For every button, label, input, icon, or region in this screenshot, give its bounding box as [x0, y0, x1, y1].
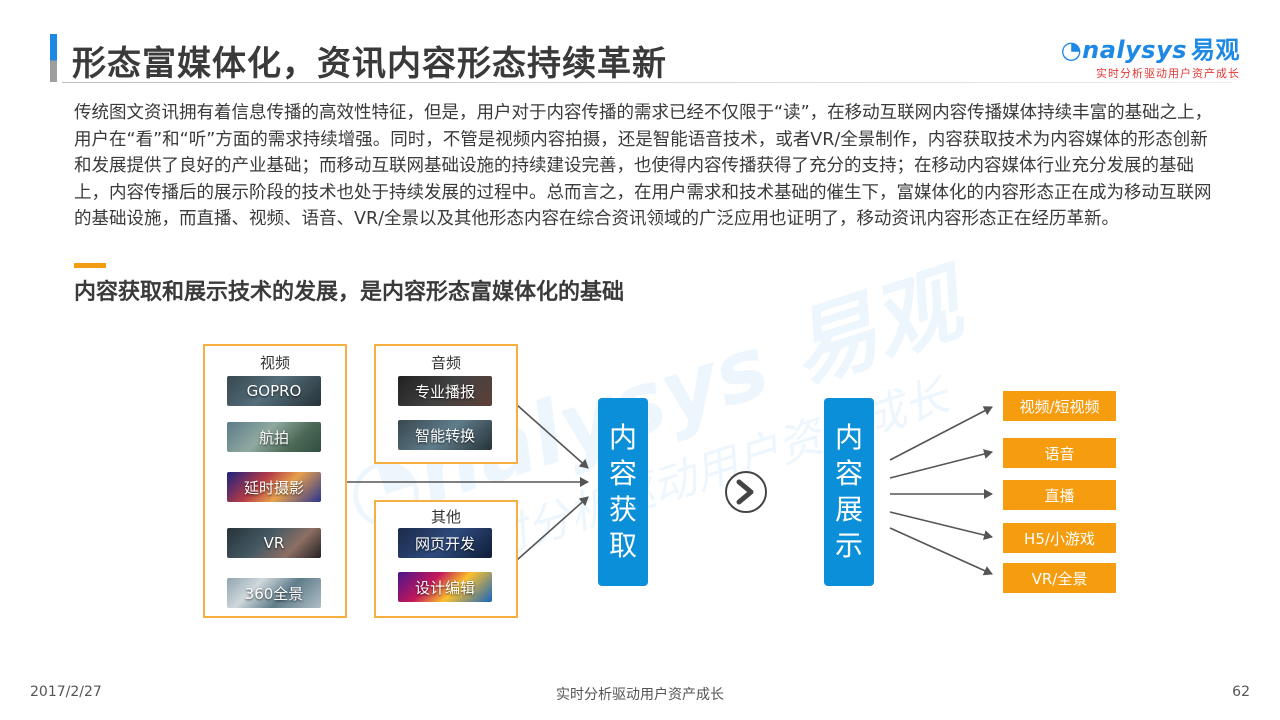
audio-group-box: 音频 专业播报 智能转换	[374, 344, 518, 464]
video-item-360: 360全景	[227, 578, 321, 608]
display-char-2: 容	[834, 457, 863, 490]
audio-item-broadcast: 专业播报	[398, 376, 492, 406]
audio-item-conversion: 智能转换	[398, 420, 492, 450]
output-video: 视频/短视频	[1003, 391, 1116, 421]
page-number: 62	[1232, 684, 1250, 700]
chevron-circle-icon	[725, 471, 767, 513]
arrow-display-to-voice	[889, 449, 993, 479]
content-acquire-pillar: 内 容 获 取	[598, 398, 648, 586]
other-item-web: 网页开发	[398, 528, 492, 558]
body-paragraph: 传统图文资讯拥有着信息传播的高效性特征，但是，用户对于内容传播的需求已经不仅限于…	[74, 103, 1213, 229]
chevron-right-icon	[736, 479, 754, 505]
video-group-box: 视频 GOPRO 航拍 延时摄影 VR 360全景	[203, 344, 347, 618]
title-accent-bar	[50, 34, 57, 82]
video-item-vr: VR	[227, 528, 321, 558]
output-live: 直播	[1003, 480, 1116, 510]
arrow-display-to-h5	[889, 511, 993, 540]
brand-logo-cn: 易观	[1191, 36, 1240, 64]
video-item-aerial: 航拍	[227, 422, 321, 452]
video-item-timelapse: 延时摄影	[227, 472, 321, 502]
output-h5-game: H5/小游戏	[1003, 523, 1116, 553]
brand-slogan: 实时分析驱动用户资产成长	[1096, 67, 1240, 80]
output-voice: 语音	[1003, 438, 1116, 468]
display-char-4: 示	[834, 529, 863, 562]
content-display-pillar: 内 容 展 示	[824, 398, 874, 586]
arrow-audio-to-acquire	[516, 404, 589, 469]
section-accent-bar	[74, 263, 106, 268]
display-char-3: 展	[834, 493, 863, 526]
other-group-box: 其他 网页开发 设计编辑	[374, 500, 518, 618]
video-item-gopro: GOPRO	[227, 376, 321, 406]
brand-logo-text: nalysys	[1082, 36, 1187, 64]
footer-date: 2017/2/27	[30, 684, 102, 700]
title-divider	[62, 82, 1232, 83]
acquire-char-4: 取	[608, 529, 637, 562]
arrow-display-to-video	[889, 406, 993, 461]
acquire-char-1: 内	[608, 421, 637, 454]
display-char-1: 内	[834, 421, 863, 454]
arrow-display-to-vr	[889, 527, 993, 576]
video-group-label: 视频	[259, 354, 290, 372]
section-title: 内容获取和展示技术的发展，是内容形态富媒体化的基础	[74, 280, 625, 305]
footer-slogan: 实时分析驱动用户资产成长	[556, 687, 724, 703]
other-group-label: 其他	[430, 508, 461, 526]
audio-group-label: 音频	[430, 354, 461, 372]
acquire-char-2: 容	[608, 457, 637, 490]
page-title: 形态富媒体化，资讯内容形态持续革新	[72, 44, 667, 84]
output-vr: VR/全景	[1003, 563, 1116, 593]
other-item-design: 设计编辑	[398, 572, 492, 602]
acquire-char-3: 获	[608, 493, 637, 526]
brand-logo-mark-icon: ◔	[1060, 36, 1083, 64]
arrow-other-to-acquire	[516, 496, 589, 561]
